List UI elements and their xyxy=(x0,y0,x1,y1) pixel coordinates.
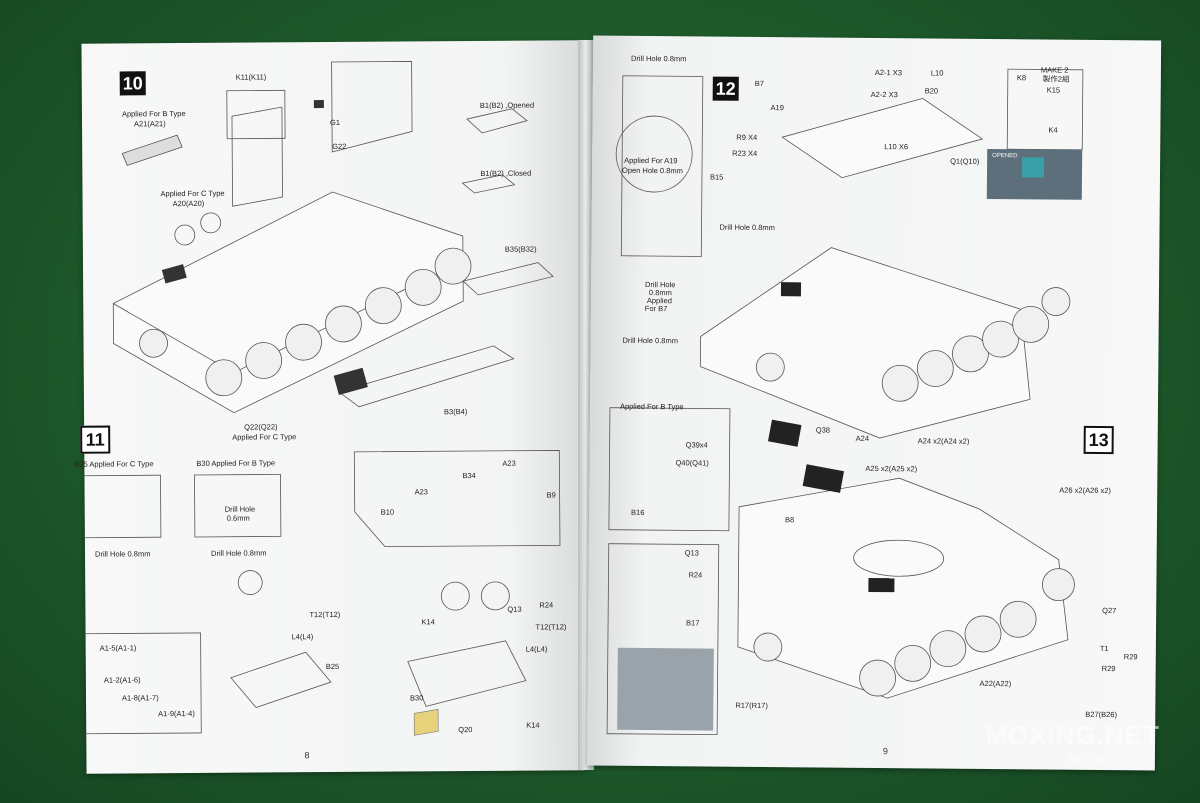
label-k14-a: K14 xyxy=(421,617,435,627)
label-drill-top: Drill Hole 0.8mm xyxy=(630,53,687,64)
label-q1: Q1(Q10) xyxy=(950,156,980,166)
step-12-badge: 12 xyxy=(712,76,739,101)
label-a1-8: A1-8(A1-7) xyxy=(121,693,159,703)
label-q22-note: Applied For C Type xyxy=(232,432,297,442)
label-l4-a: L4(L4) xyxy=(291,632,314,642)
label-b8: B8 xyxy=(784,515,795,525)
label-q39: Q39x4 xyxy=(685,440,708,450)
label-b25-c: B25 Applied For C Type xyxy=(74,459,154,469)
label-drill-3: Drill Hole 0.8mm xyxy=(210,548,267,558)
label-drill-bottom: Drill Hole 0.8mm xyxy=(622,335,679,346)
label-a22: A22(A22) xyxy=(979,678,1012,689)
right-page: Drill Hole 0.8mm 12 B7 A2-1 X3 A2-2 X3 L… xyxy=(586,35,1162,771)
label-k11: K11(K11) xyxy=(235,72,267,82)
label-b17: B17 xyxy=(686,618,700,628)
label-a23-b: A23 xyxy=(414,487,428,497)
label-a25x2: A25 x2(A25 x2) xyxy=(865,463,918,474)
label-q27: Q27 xyxy=(1102,605,1117,616)
page-number-8: 8 xyxy=(304,750,310,761)
label-t1: T1 xyxy=(1099,643,1109,654)
label-drill-mid: Drill Hole 0.8mm xyxy=(719,222,776,233)
label-q38: Q38 xyxy=(815,425,830,435)
label-a26x2: A26 x2(A26 x2) xyxy=(1059,485,1111,496)
watermark-subtext: 模型网 xyxy=(1068,753,1108,768)
label-a2-1: A2-1 X3 xyxy=(874,67,903,78)
label-q13-r: Q13 xyxy=(684,548,699,558)
label-a23-a: A23 xyxy=(502,458,516,468)
label-applied-b-13: Applied For B Type xyxy=(619,401,684,412)
label-q13: Q13 xyxy=(507,604,522,614)
label-r9: R9 X4 xyxy=(736,132,758,142)
label-q40: Q40(Q41) xyxy=(675,458,709,468)
label-a24x2: A24 x2(A24 x2) xyxy=(917,436,970,446)
label-r24-r: R24 xyxy=(688,570,703,580)
label-b16: B16 xyxy=(630,507,645,518)
label-r29-a: R29 xyxy=(1123,652,1138,662)
label-b30: B30 xyxy=(410,693,424,703)
label-make2-cn: 製作2組 xyxy=(1042,74,1070,84)
label-r29-b: R29 xyxy=(1101,663,1116,674)
label-a1-5: A1-5(A1-1) xyxy=(99,643,137,653)
label-applied-b: Applied For B Type xyxy=(121,109,186,119)
label-b1-opened: B1(B2) ,Opened xyxy=(479,100,535,110)
step-11-badge: 11 xyxy=(80,425,111,454)
label-q20: Q20 xyxy=(458,725,473,735)
label-l10: L10 xyxy=(930,68,944,78)
label-drill-b7-d: For B7 xyxy=(644,303,668,314)
label-b34: B34 xyxy=(462,471,476,481)
label-b9: B9 xyxy=(546,490,556,500)
label-g22: G22 xyxy=(332,141,347,151)
label-a20: A20(A20) xyxy=(172,198,205,209)
step-10-badge: 10 xyxy=(119,71,146,96)
label-r17: R17(R17) xyxy=(735,700,768,711)
label-b27: B27(B26) xyxy=(1085,709,1118,720)
label-a21: A21(A21) xyxy=(133,119,166,129)
watermark-text: MOXING.NET xyxy=(985,720,1160,750)
label-r23: R23 X4 xyxy=(732,148,758,158)
label-a1-9: A1-9(A1-4) xyxy=(158,708,195,719)
label-b35: B35(B32) xyxy=(504,244,537,254)
page-number-9: 9 xyxy=(882,746,889,757)
label-t12-b: T12(T12) xyxy=(535,622,567,632)
label-drill-1: Drill Hole 0.8mm xyxy=(94,549,151,559)
label-b7: B7 xyxy=(754,78,765,89)
label-opened: OPENED xyxy=(992,153,1018,160)
label-b30-b: B30 Applied For B Type xyxy=(196,458,276,468)
label-applied-c: Applied For C Type xyxy=(160,188,225,199)
right-page-drawings xyxy=(606,68,1084,736)
label-a19: A19 xyxy=(770,103,784,113)
label-k15: K15 xyxy=(1046,85,1061,95)
label-b1-closed: B1(B2) ,Closed xyxy=(480,168,532,178)
label-b10: B10 xyxy=(380,507,395,517)
label-b20: B20 xyxy=(924,86,939,96)
label-k8: K8 xyxy=(1016,73,1027,83)
label-l4-b: L4(L4) xyxy=(525,644,548,654)
step-13-badge: 13 xyxy=(1083,425,1114,455)
label-q22: Q22(Q22) xyxy=(244,422,278,432)
label-r24: R24 xyxy=(539,600,554,610)
label-k4: K4 xyxy=(1048,125,1058,135)
label-a2-2: A2-2 X3 xyxy=(870,89,898,100)
label-b25: B25 xyxy=(325,661,340,672)
left-page-drawings xyxy=(81,61,561,736)
label-a24: A24 xyxy=(855,433,870,443)
label-k14-b: K14 xyxy=(526,720,540,730)
label-applied-a19: Applied For A19 xyxy=(624,155,678,166)
label-a1-2: A1-2(A1-6) xyxy=(103,675,141,685)
label-b15: B15 xyxy=(709,172,724,182)
label-l10x6: L10 X6 xyxy=(884,142,909,152)
left-page: 10 K11(K11) Applied For B Type A21(A21) … xyxy=(74,40,585,774)
label-b3: B3(B4) xyxy=(444,407,468,417)
label-drill-2b: 0.6mm xyxy=(226,513,250,523)
label-drill-2: Drill Hole xyxy=(224,504,256,514)
label-g1: G1 xyxy=(329,117,341,128)
label-open-hole: Open Hole 0.8mm xyxy=(621,165,683,176)
label-t12-a: T12(T12) xyxy=(309,609,341,620)
